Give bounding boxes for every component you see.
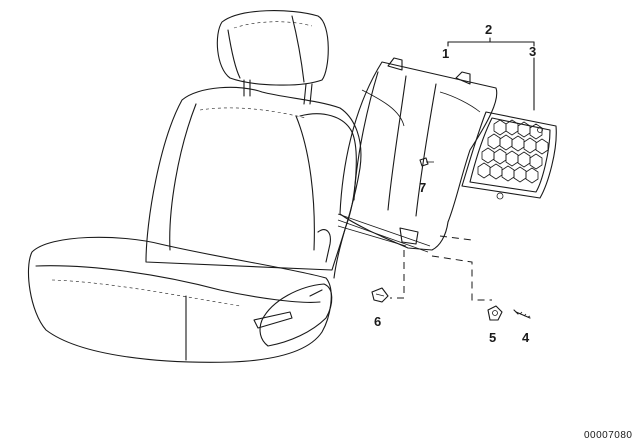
screw-part-4 <box>513 309 531 319</box>
seat-cushion <box>27 236 332 363</box>
callout-2: 2 <box>485 22 492 37</box>
headrest <box>216 10 329 105</box>
backrest-rear-panel <box>337 57 498 253</box>
callout-6: 6 <box>374 314 381 329</box>
clip-part-7 <box>419 157 434 167</box>
map-pocket-net <box>461 111 557 200</box>
diagram-code: 00007080 <box>584 430 633 441</box>
seat-adjuster-lever <box>253 229 333 347</box>
callout-7: 7 <box>419 180 426 195</box>
callout-3: 3 <box>529 44 536 59</box>
leader-lines <box>390 235 492 301</box>
fastener-part-6 <box>371 287 389 303</box>
callout-bracket-1-3 <box>447 37 535 111</box>
callout-5: 5 <box>489 330 496 345</box>
nut-part-5 <box>487 305 503 321</box>
callout-1: 1 <box>442 46 449 61</box>
callout-4: 4 <box>522 330 530 345</box>
